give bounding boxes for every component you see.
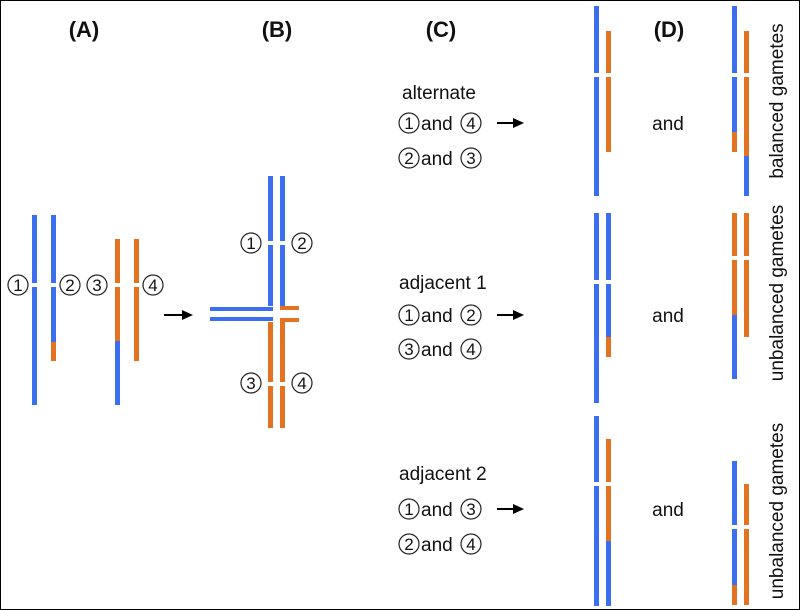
row-alternate: alternate 1 and 4 2 and 3 and balanced g… bbox=[398, 6, 788, 196]
row-2-gamete1-blue-short bbox=[606, 213, 611, 337]
row-2-gamete2-blue-segment bbox=[732, 315, 737, 379]
svg-text:4: 4 bbox=[466, 114, 475, 133]
row-1-pair1: 1 and 4 bbox=[398, 112, 482, 135]
row-3-gamete1-orange bbox=[606, 439, 611, 541]
svg-text:1: 1 bbox=[404, 500, 413, 519]
circle-2: 2 bbox=[59, 274, 81, 296]
chromosome-2-orange-segment bbox=[51, 342, 56, 361]
row-3-and: and bbox=[652, 500, 684, 521]
svg-text:2: 2 bbox=[404, 535, 413, 554]
header-c: (C) bbox=[426, 17, 457, 42]
svg-text:and: and bbox=[421, 340, 453, 361]
svg-text:4: 4 bbox=[297, 374, 306, 393]
row-3-gamete1-blue-segment bbox=[606, 541, 611, 606]
row-1-gamete2-blue-segment bbox=[744, 156, 749, 196]
row-1-gamete2-blue bbox=[732, 6, 737, 132]
cross-right-upper-orange bbox=[280, 306, 299, 310]
circle-1: 1 bbox=[7, 274, 29, 296]
svg-text:4: 4 bbox=[148, 276, 157, 295]
row-2-gamete1-blue bbox=[594, 213, 599, 403]
svg-text:2: 2 bbox=[65, 276, 74, 295]
circle-3: 3 bbox=[86, 274, 108, 296]
row-3-result-label: unbalanced gametes bbox=[767, 423, 788, 599]
row-3-pair2: 2 and 4 bbox=[398, 533, 482, 556]
svg-text:and: and bbox=[421, 535, 453, 556]
row-1-mode-label: alternate bbox=[402, 83, 476, 104]
chromosome-3-blue-segment bbox=[115, 341, 120, 405]
row-2-result-label: unbalanced gametes bbox=[767, 205, 788, 381]
svg-text:2: 2 bbox=[404, 149, 413, 168]
row-2-gamete2-orange-full bbox=[744, 213, 749, 337]
panel-a: 1 2 3 4 bbox=[7, 215, 193, 405]
row-1-result-label: balanced gametes bbox=[767, 23, 788, 178]
row-3-gamete2-blue bbox=[732, 461, 737, 585]
row-1-pair2: 2 and 3 bbox=[398, 147, 482, 170]
svg-text:3: 3 bbox=[466, 500, 475, 519]
row-3-gamete1-blue bbox=[594, 416, 599, 606]
row-3-mode-label: adjacent 2 bbox=[399, 464, 487, 485]
svg-text:2: 2 bbox=[466, 306, 475, 325]
row-2-gamete1-orange-segment bbox=[606, 337, 611, 357]
arrow-row-2 bbox=[497, 310, 524, 320]
svg-text:and: and bbox=[421, 500, 453, 521]
row-adjacent-2: adjacent 2 1 and 3 2 and 4 and unbalance… bbox=[398, 416, 788, 606]
cross-right-lower-orange bbox=[280, 318, 299, 322]
row-2-pair1: 1 and 2 bbox=[398, 304, 482, 327]
svg-text:and: and bbox=[421, 306, 453, 327]
svg-text:4: 4 bbox=[466, 340, 475, 359]
row-2-mode-label: adjacent 1 bbox=[399, 273, 487, 294]
header-d: (D) bbox=[654, 17, 685, 42]
cross-lower-left-orange bbox=[268, 322, 273, 428]
chromosome-1-blue bbox=[32, 215, 37, 405]
row-1-gamete1-chromosome-blue bbox=[594, 6, 599, 196]
svg-text:1: 1 bbox=[246, 234, 255, 253]
svg-text:3: 3 bbox=[404, 340, 413, 359]
svg-text:3: 3 bbox=[92, 276, 101, 295]
svg-text:3: 3 bbox=[466, 149, 475, 168]
cross-lower-right-orange bbox=[280, 322, 285, 428]
row-1-gamete2-orange bbox=[744, 31, 749, 156]
header-b: (B) bbox=[262, 17, 293, 42]
svg-text:3: 3 bbox=[246, 374, 255, 393]
circle-2: 2 bbox=[291, 232, 313, 254]
row-2-and: and bbox=[652, 306, 684, 327]
chromosome-2-blue bbox=[51, 215, 56, 342]
row-3-pair1: 1 and 3 bbox=[398, 498, 482, 521]
row-2-pair2: 3 and 4 bbox=[398, 338, 482, 361]
panel-b: 1 2 3 4 bbox=[210, 176, 313, 428]
row-1-gamete1-chromosome-orange bbox=[606, 31, 611, 152]
svg-text:and: and bbox=[421, 114, 453, 135]
header-a: (A) bbox=[69, 17, 100, 42]
chromosome-3-orange bbox=[115, 239, 120, 341]
circle-4: 4 bbox=[142, 274, 164, 296]
row-1-and: and bbox=[652, 114, 684, 135]
row-3-gamete2-orange-segment bbox=[732, 585, 737, 605]
arrow-a-to-b bbox=[164, 310, 193, 320]
arrow-row-1 bbox=[497, 118, 524, 128]
row-adjacent-1: adjacent 1 1 and 2 3 and 4 and unbalance… bbox=[398, 205, 788, 403]
row-3-gamete2-orange bbox=[744, 484, 749, 605]
svg-text:4: 4 bbox=[466, 535, 475, 554]
cross-left-lower-blue bbox=[210, 317, 273, 321]
row-1-gamete2-orange-segment bbox=[732, 132, 737, 152]
row-2-gamete2-orange bbox=[732, 213, 737, 315]
arrow-row-3 bbox=[497, 504, 524, 514]
chromosome-4-orange bbox=[134, 239, 139, 361]
svg-text:and: and bbox=[421, 149, 453, 170]
circle-1: 1 bbox=[240, 232, 262, 254]
svg-text:1: 1 bbox=[404, 114, 413, 133]
circle-3: 3 bbox=[240, 372, 262, 394]
cross-left-upper-blue bbox=[210, 307, 273, 311]
svg-text:1: 1 bbox=[404, 306, 413, 325]
svg-text:2: 2 bbox=[297, 234, 306, 253]
circle-4: 4 bbox=[291, 372, 313, 394]
svg-text:1: 1 bbox=[13, 276, 22, 295]
